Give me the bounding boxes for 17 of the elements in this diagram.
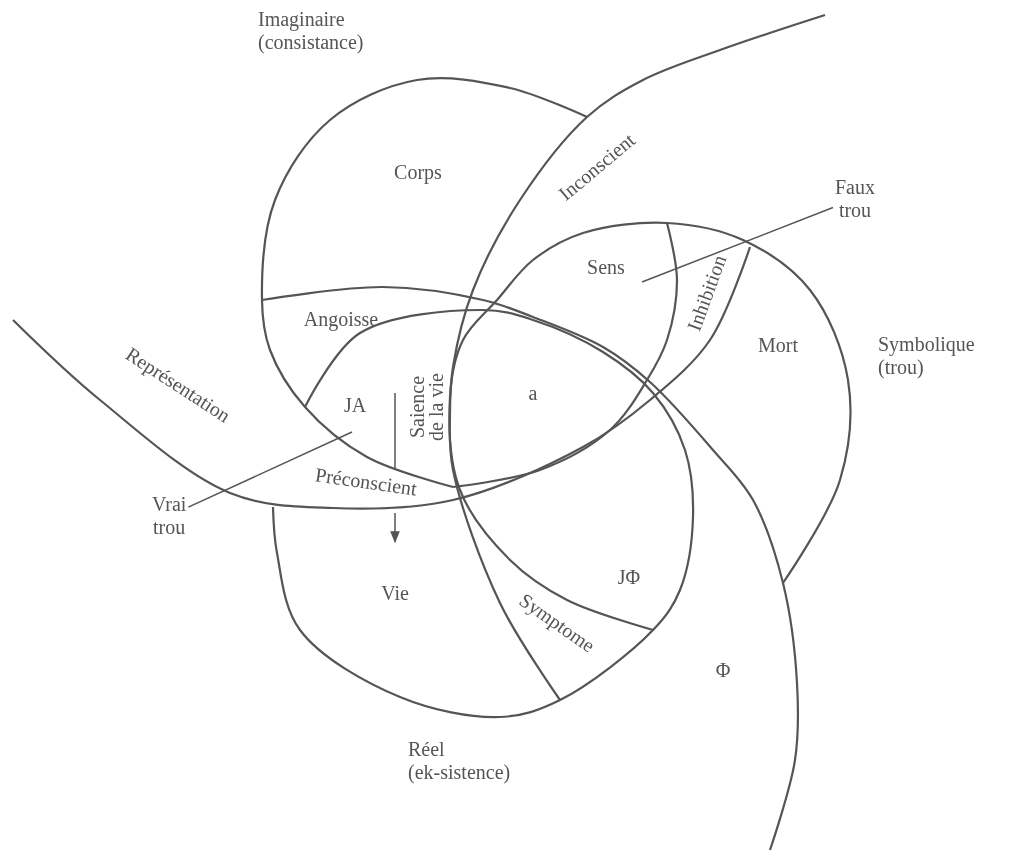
region-label: JA — [343, 393, 367, 417]
region-label: a — [528, 381, 538, 405]
region-label: Sens — [587, 255, 625, 279]
region-label: Préconscient — [313, 463, 419, 501]
leader-line — [641, 206, 834, 283]
region-label: Mort — [758, 333, 798, 357]
region-label: Corps — [394, 160, 442, 184]
region-label: JΦ — [617, 565, 641, 589]
region-label: Réel (ek-sistence) — [408, 738, 512, 784]
leader-text: Vrai trou — [152, 493, 187, 539]
region-label: Symbolique (trou) — [878, 333, 976, 379]
region-label: Angoisse — [303, 307, 379, 331]
leader-line — [187, 431, 353, 508]
region-label: Vie — [381, 581, 409, 605]
region-label: Φ — [715, 658, 731, 682]
leader-text: Faux trou — [835, 176, 875, 222]
region-label: Imaginaire (consistance) — [258, 8, 365, 54]
